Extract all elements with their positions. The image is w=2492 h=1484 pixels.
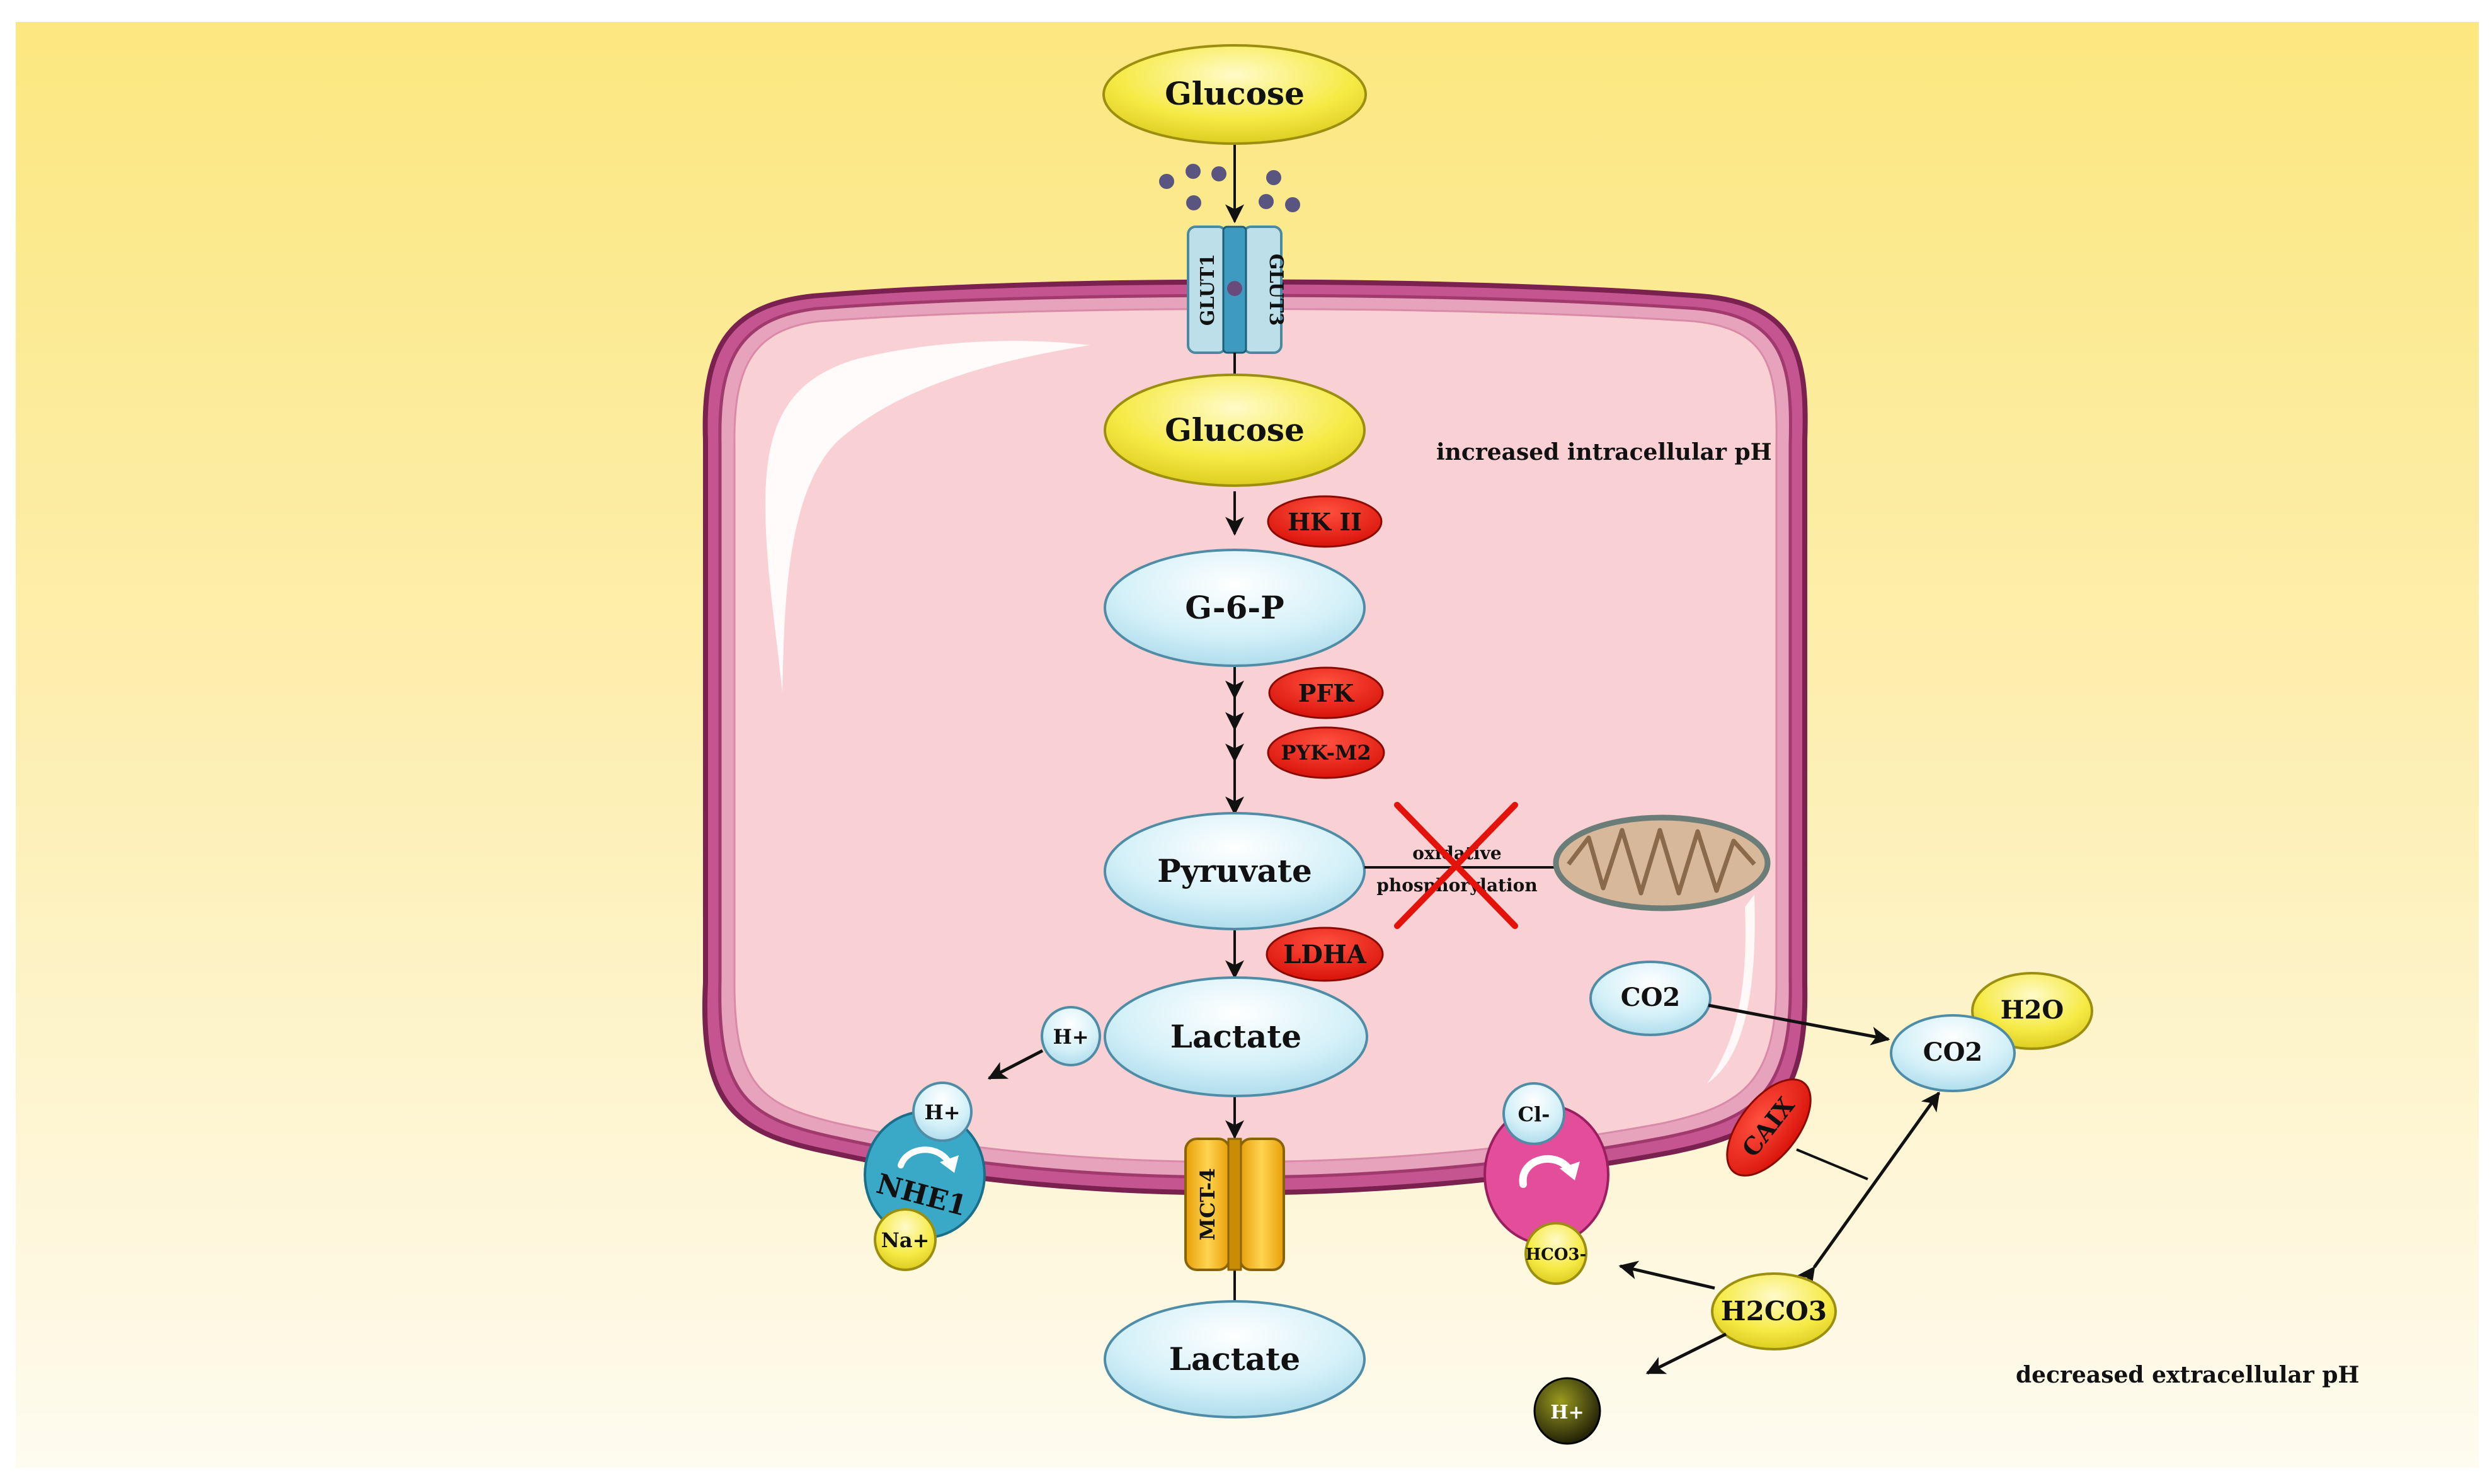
enzyme-pfk: PFK [1268, 666, 1384, 719]
hk2-label: HK II [1288, 508, 1362, 536]
oxphos-label-line2: phosphorylation [1376, 875, 1537, 896]
na-plus-ion [874, 1208, 937, 1271]
extracellular-ph-note: decreased extracellular pH [2016, 1362, 2359, 1388]
glucose-extracellular: Glucose [1102, 44, 1367, 145]
arrow-co2-out [1708, 1003, 1890, 1046]
co2-extracellular: CO2 [1890, 1014, 2016, 1092]
cl-minus-ion [1502, 1082, 1565, 1145]
block-cross-icon [1394, 802, 1518, 929]
hco3-minus-ion [1524, 1222, 1587, 1285]
h-plus-extracellular-label: H+ [1550, 1401, 1584, 1424]
nhe1-exchanger: NHE1 H+ Na+ [864, 1082, 986, 1271]
enzyme-ldha: LDHA [1266, 927, 1384, 982]
arrow-h-to-nhe1 [987, 1049, 1044, 1080]
glut1-label: GLUT1 [1197, 254, 1219, 326]
pyruvate-label: Pyruvate [1157, 852, 1312, 889]
oxidative-phosphorylation: oxidative phosphorylation [1364, 802, 1556, 929]
arrow-h2co3-to-hco3 [1618, 1260, 1715, 1290]
lactate-intracellular-label: Lactate [1170, 1018, 1301, 1055]
cytoplasm [733, 308, 1778, 1163]
glucose-extracellular-label: Glucose [1165, 75, 1305, 112]
mitochondrion-icon [1553, 814, 1771, 911]
h2co3-extracellular: H2CO3 [1711, 1272, 1837, 1350]
rotation-arrow-icon-2 [1519, 1155, 1574, 1188]
h-plus-exchanger-label: H+ [924, 1100, 960, 1124]
pykm2-label: PYK-M2 [1281, 741, 1371, 765]
enzyme-hk2: HK II [1267, 495, 1383, 548]
cell-membrane [702, 279, 1808, 1196]
h-plus-intracellular-label: H+ [1053, 1025, 1089, 1049]
h-plus-intracellular: H+ [1041, 1006, 1101, 1066]
glucose-molecules [1159, 164, 1300, 212]
co2-intracellular: CO2 [1589, 961, 1712, 1036]
h-plus-extracellular: H+ [1533, 1377, 1601, 1445]
lactate-intracellular: Lactate [1104, 976, 1368, 1097]
co2-intracellular-label: CO2 [1621, 983, 1681, 1012]
pfk-label: PFK [1298, 679, 1356, 707]
anion-exchanger: Cl- HCO3- [1483, 1082, 1609, 1285]
hco3-minus-label: HCO3- [1526, 1245, 1587, 1264]
intracellular-ph-note: increased intracellular pH [1436, 439, 1772, 465]
membrane-highlight-right [1707, 894, 1755, 1083]
rotation-arrow-icon [898, 1146, 953, 1168]
glucose-intracellular-label: Glucose [1165, 411, 1305, 448]
g6p-label: G-6-P [1185, 589, 1284, 626]
co2-extracellular-label: CO2 [1923, 1037, 1983, 1067]
mct4-label: MCT-4 [1196, 1168, 1220, 1241]
mct4-transporter: MCT-4 [1184, 1138, 1285, 1271]
glucose-intracellular: Glucose [1104, 374, 1366, 487]
h-plus-exchanger [912, 1082, 973, 1142]
glut3-label: GLUT3 [1265, 254, 1287, 326]
h2co3-label: H2CO3 [1721, 1296, 1827, 1327]
membrane-highlight-left [765, 341, 1090, 693]
ldha-label: LDHA [1283, 940, 1367, 969]
enzyme-pykm2: PYK-M2 [1267, 726, 1385, 779]
arrow-co2-h2co3 [1796, 1091, 1941, 1287]
na-plus-label: Na+ [881, 1228, 930, 1252]
lactate-extracellular-label: Lactate [1169, 1340, 1300, 1378]
g6p-node: G-6-P [1104, 549, 1366, 667]
h2o-label: H2O [2001, 995, 2064, 1025]
pyruvate-node: Pyruvate [1104, 812, 1366, 930]
arrow-h2co3-to-h-plus [1645, 1332, 1727, 1375]
lactate-extracellular: Lactate [1104, 1300, 1366, 1418]
glut-transporter: GLUT1 GLUT3 [1187, 225, 1287, 354]
cl-minus-label: Cl- [1518, 1102, 1550, 1126]
